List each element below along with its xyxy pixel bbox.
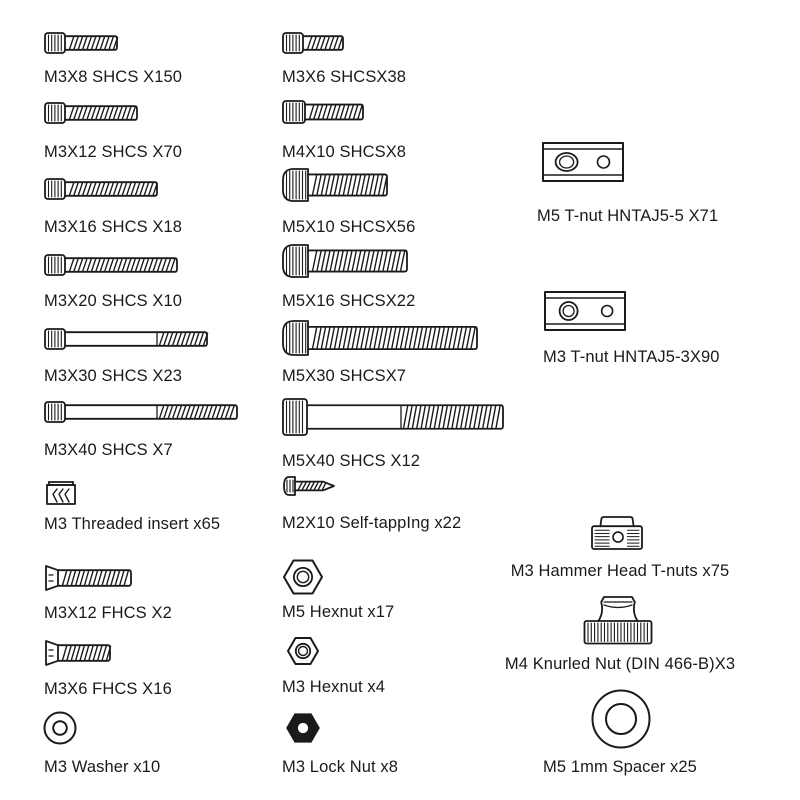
knurled-nut-icon (583, 596, 653, 645)
fhcs-screw-icon (45, 640, 112, 666)
part-label: M3 Threaded insert x65 (44, 515, 221, 533)
shcs-screw-icon (44, 32, 119, 54)
part-label: M5 1mm Spacer x25 (543, 758, 697, 776)
part-label: M5X10 SHCSX56 (282, 218, 416, 236)
hex-nut-icon (283, 559, 323, 595)
part-label: M3 T-nut HNTAJ5-3X90 (543, 348, 720, 366)
part-label: M2X10 Self-tappIng x22 (282, 514, 462, 532)
shcs-screw-icon (44, 102, 138, 124)
part-label: M5X16 SHCSX22 (282, 292, 416, 310)
part-label: M5X40 SHCS X12 (282, 452, 421, 470)
part-label: M4X10 SHCSX8 (282, 143, 407, 161)
spacer-icon (591, 689, 651, 749)
t-nut-icon (544, 291, 626, 331)
fhcs-screw-icon (45, 565, 132, 591)
washer-icon (43, 711, 77, 745)
shcs-screw-icon (44, 254, 178, 276)
shcs-screw-icon (282, 168, 388, 202)
hex-nut-icon (287, 637, 319, 665)
shcs-screw-icon (282, 32, 344, 54)
self-tapping-screw-icon (283, 476, 335, 496)
threaded-insert-icon (46, 481, 76, 505)
part-label: M3X20 SHCS X10 (44, 292, 183, 310)
shcs-screw-icon (282, 100, 364, 124)
part-label: M5X30 SHCSX7 (282, 367, 407, 385)
shcs-screw-icon (282, 398, 504, 436)
part-label: M3X6 SHCSX38 (282, 68, 407, 86)
part-label: M5 T-nut HNTAJ5-5 X71 (537, 207, 719, 225)
part-label: M3 Lock Nut x8 (282, 758, 399, 776)
shcs-screw-icon (44, 328, 209, 350)
part-label: M3 Hammer Head T-nuts x75 (510, 562, 730, 580)
shcs-screw-icon (282, 244, 408, 278)
shcs-screw-icon (282, 320, 478, 356)
part-label: M3X12 FHCS X2 (44, 604, 172, 622)
part-label: M3 Hexnut x4 (282, 678, 385, 696)
part-label: M3X16 SHCS X18 (44, 218, 183, 236)
part-label: M3X12 SHCS X70 (44, 143, 183, 161)
part-label: M5 Hexnut x17 (282, 603, 395, 621)
part-label: M3X8 SHCS X150 (44, 68, 183, 86)
lock-nut-icon (286, 713, 320, 743)
shcs-screw-icon (44, 178, 158, 200)
shcs-screw-icon (44, 401, 238, 423)
t-nut-icon (542, 142, 624, 182)
part-label: M3X40 SHCS X7 (44, 441, 173, 459)
hammer-head-t-nut-icon (591, 516, 643, 550)
part-label: M3 Washer x10 (44, 758, 161, 776)
part-label: M3X30 SHCS X23 (44, 367, 183, 385)
part-label: M3X6 FHCS X16 (44, 680, 172, 698)
part-label: M4 Knurled Nut (DIN 466-B)X3 (504, 655, 736, 673)
